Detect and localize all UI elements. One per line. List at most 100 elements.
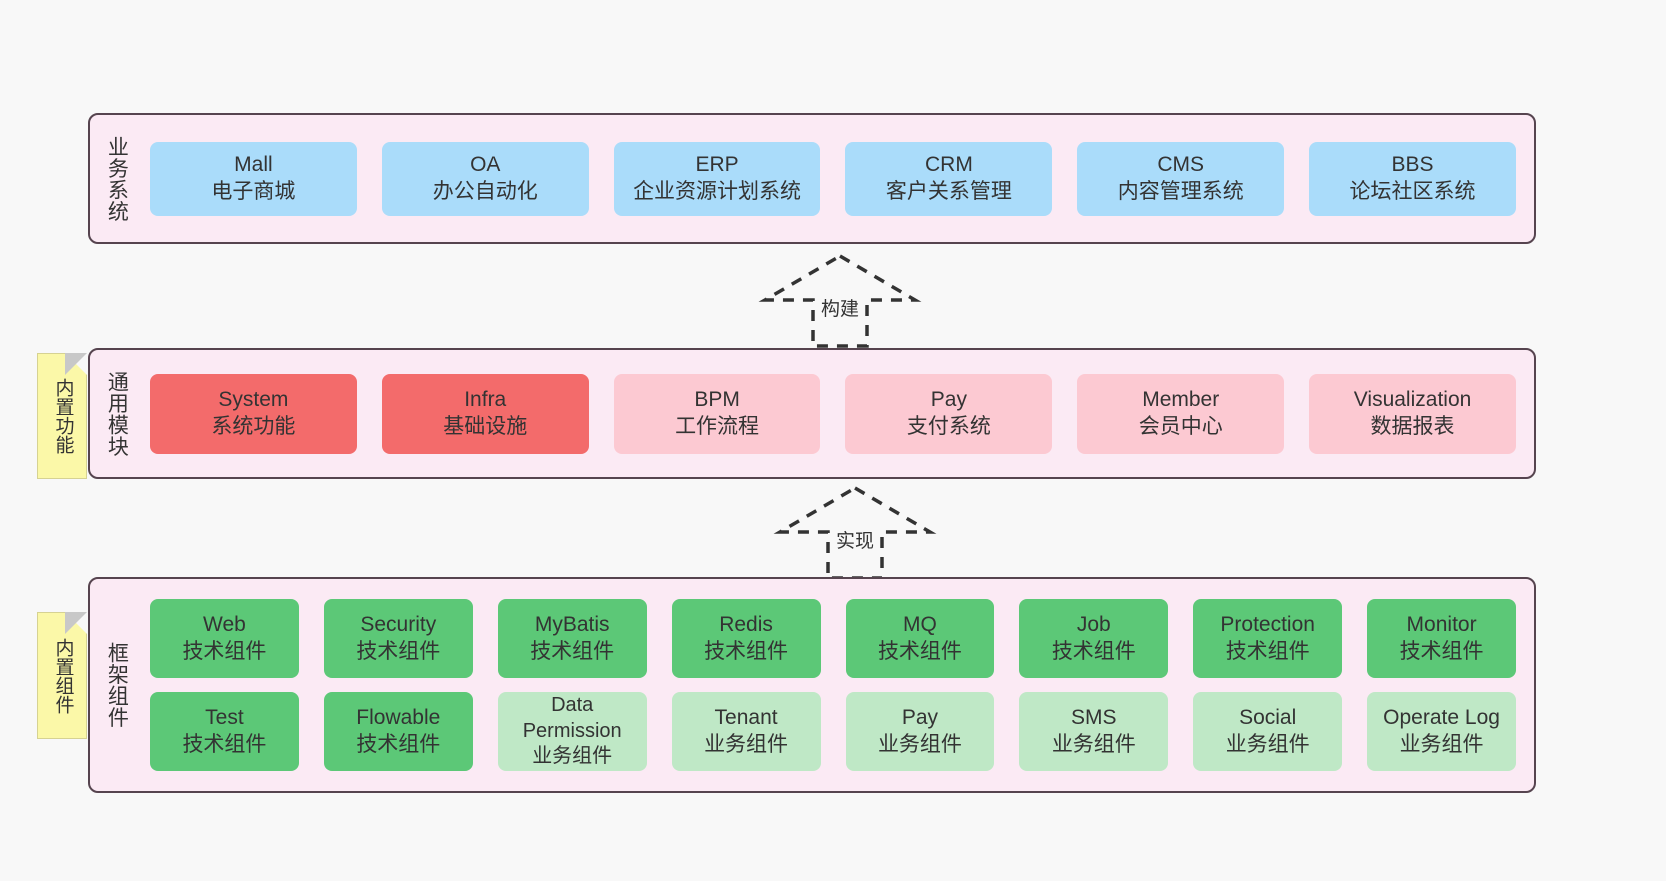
node-subtitle: 技术组件 (1399, 639, 1484, 663)
node-common-visualization[interactable]: Visualization 数据报表 (1309, 373, 1516, 454)
node-subtitle: 业务组件 (532, 745, 613, 768)
node-common-infra[interactable]: Infra 基础设施 (381, 373, 589, 454)
node-subtitle: 会员中心 (1138, 414, 1223, 438)
layer-title-business-systems: 业务系统 (105, 135, 129, 222)
node-subtitle: 技术组件 (877, 639, 962, 663)
node-framework-mq[interactable]: MQ 技术组件 (845, 599, 995, 678)
node-title: MQ (903, 612, 937, 636)
node-title: Flowable (356, 705, 441, 729)
node-subtitle: 技术组件 (530, 639, 615, 663)
node-title: Job (1076, 612, 1111, 636)
node-title: Visualization (1353, 387, 1472, 411)
node-title: Mall (234, 152, 273, 176)
node-title: SMS (1071, 705, 1117, 729)
node-title: CMS (1157, 152, 1205, 176)
node-business-erp[interactable]: ERP 企业资源计划系统 (613, 141, 821, 216)
node-title: ERP (695, 152, 739, 176)
node-subtitle: 业务组件 (877, 732, 962, 756)
node-common-system[interactable]: System 系统功能 (150, 373, 357, 454)
node-subtitle: 业务组件 (1399, 732, 1484, 756)
layer-body-business-systems: Mall 电子商城 OA 办公自动化 ERP 企业资源计划系统 CRM 客户关系管理 CMS 内容… (142, 115, 1534, 242)
node-business-cms[interactable]: CMS 内容管理系统 (1077, 141, 1285, 216)
node-subtitle: 基础设施 (443, 414, 528, 438)
node-title: Infra (464, 387, 507, 411)
node-subtitle: 技术组件 (704, 639, 789, 663)
node-business-bbs[interactable]: BBS 论坛社区系统 (1309, 141, 1516, 216)
node-framework-monitor[interactable]: Monitor 技术组件 (1367, 599, 1516, 678)
node-framework-flowable[interactable]: Flowable 技术组件 (323, 692, 473, 771)
node-title: Web (203, 612, 246, 636)
node-subtitle: 业务组件 (704, 732, 789, 756)
node-framework-redis[interactable]: Redis 技术组件 (671, 599, 821, 678)
node-subtitle: 办公自动化 (432, 179, 538, 203)
layer-title-common-modules: 通用模块 (105, 370, 129, 457)
node-framework-sms[interactable]: SMS 业务组件 (1019, 692, 1169, 771)
node-title: Social (1239, 705, 1297, 729)
node-subtitle: 技术组件 (182, 732, 267, 756)
node-subtitle: 内容管理系统 (1117, 179, 1244, 203)
sticky-note-text: 内置功能 (52, 378, 74, 454)
node-subtitle: 技术组件 (356, 732, 441, 756)
node-subtitle: 客户关系管理 (885, 179, 1012, 203)
node-row: Mall 电子商城 OA 办公自动化 ERP 企业资源计划系统 CRM 客户关系管理 CMS 内容… (142, 141, 1524, 216)
node-title: Pay (930, 387, 967, 411)
node-framework-job[interactable]: Job 技术组件 (1019, 599, 1169, 678)
node-title: Test (205, 705, 244, 729)
node-subtitle: 支付系统 (906, 414, 991, 438)
layer-business-systems: 业务系统 Mall 电子商城 OA 办公自动化 ERP 企业资源计划系统 CRM 客户关系管理… (88, 113, 1536, 244)
node-business-crm[interactable]: CRM 客户关系管理 (845, 141, 1053, 216)
node-framework-web[interactable]: Web 技术组件 (150, 599, 299, 678)
node-title: Pay (901, 705, 939, 729)
node-title: Data (551, 694, 594, 717)
node-title: Member (1142, 387, 1220, 411)
node-title: Redis (719, 612, 773, 636)
generalization-arrow-build: 构建 (755, 252, 925, 350)
node-framework-pay[interactable]: Pay 业务组件 (845, 692, 995, 771)
node-subtitle: 系统功能 (211, 414, 296, 438)
node-framework-social[interactable]: Social 业务组件 (1193, 692, 1343, 771)
node-title: Protection (1220, 612, 1315, 636)
node-framework-tenant[interactable]: Tenant 业务组件 (671, 692, 821, 771)
node-framework-mybatis[interactable]: MyBatis 技术组件 (497, 599, 647, 678)
node-title: OA (470, 152, 501, 176)
node-subtitle: 电子商城 (211, 179, 296, 203)
node-framework-test[interactable]: Test 技术组件 (150, 692, 299, 771)
node-title: Tenant (714, 705, 778, 729)
node-title: Monitor (1406, 612, 1477, 636)
node-subtitle: 技术组件 (1051, 639, 1136, 663)
node-common-member[interactable]: Member 会员中心 (1077, 373, 1285, 454)
node-title: Operate Log (1383, 705, 1500, 729)
node-framework-operate-log[interactable]: Operate Log 业务组件 (1367, 692, 1516, 771)
node-title: BBS (1391, 152, 1434, 176)
node-subtitle: 技术组件 (1225, 639, 1310, 663)
node-subtitle: 技术组件 (356, 639, 441, 663)
node-subtitle: 技术组件 (182, 639, 267, 663)
node-title: MyBatis (534, 612, 610, 636)
node-subtitle: 企业资源计划系统 (633, 179, 802, 203)
node-title: CRM (924, 152, 973, 176)
node-subtitle: 业务组件 (1051, 732, 1136, 756)
node-subtitle: 数据报表 (1370, 414, 1455, 438)
node-business-oa[interactable]: OA 办公自动化 (381, 141, 589, 216)
sticky-note-text: 内置组件 (52, 637, 74, 714)
layer-title-framework-components: 框架组件 (105, 642, 129, 728)
node-framework-protection[interactable]: Protection 技术组件 (1193, 599, 1343, 678)
node-common-pay[interactable]: Pay 支付系统 (845, 373, 1053, 454)
node-business-mall[interactable]: Mall 电子商城 (150, 141, 357, 216)
node-subtitle: 工作流程 (675, 414, 760, 438)
node-title: System (218, 387, 289, 411)
node-subtitle: 论坛社区系统 (1349, 179, 1476, 203)
node-subtitle: 业务组件 (1225, 732, 1310, 756)
sticky-note-builtin-component: 内置组件 (37, 612, 87, 739)
